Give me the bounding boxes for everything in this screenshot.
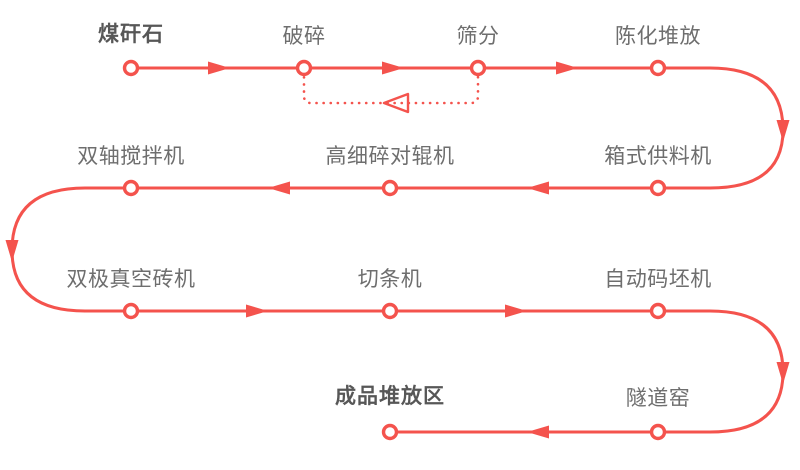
feedback-dotted-path xyxy=(302,68,480,105)
arrowhead-down-right-bend-2 xyxy=(776,362,790,384)
node-marker-n2[interactable] xyxy=(295,59,313,77)
node-marker-n6[interactable] xyxy=(381,179,399,197)
arrowhead-right-r1a xyxy=(208,61,230,75)
arrowhead-right-r1b xyxy=(382,61,404,75)
arrowhead-left-r2b xyxy=(268,181,290,195)
node-marker-n10[interactable] xyxy=(649,302,667,320)
arrowhead-down-right-bend-1 xyxy=(776,120,790,142)
row3-connector-group xyxy=(83,304,790,434)
node-marker-n3[interactable] xyxy=(469,59,487,77)
node-marker-n9[interactable] xyxy=(381,302,399,320)
arrowhead-right-r3b xyxy=(505,304,527,318)
row2-connector-group xyxy=(5,181,712,313)
arrowhead-left-r4a xyxy=(527,425,549,439)
feedback-loop-group xyxy=(302,68,480,114)
row2-path xyxy=(10,186,712,313)
node-marker-n7[interactable] xyxy=(122,179,140,197)
node-marker-n11[interactable] xyxy=(649,423,667,441)
row1-path xyxy=(129,66,785,190)
row1-connector-group xyxy=(129,61,790,190)
arrowhead-feedback-left xyxy=(382,92,410,114)
node-marker-n12[interactable] xyxy=(381,423,399,441)
arrowhead-right-r1c xyxy=(556,61,578,75)
row3-path xyxy=(83,309,785,434)
arrowhead-right-r3a xyxy=(246,304,268,318)
node-marker-n5[interactable] xyxy=(649,179,667,197)
node-marker-n4[interactable] xyxy=(649,59,667,77)
node-marker-n1[interactable] xyxy=(122,59,140,77)
node-markers xyxy=(122,59,667,441)
arrowhead-left-r2a xyxy=(527,181,549,195)
node-marker-n8[interactable] xyxy=(122,302,140,320)
arrowhead-down-left-bend-1 xyxy=(5,240,19,262)
